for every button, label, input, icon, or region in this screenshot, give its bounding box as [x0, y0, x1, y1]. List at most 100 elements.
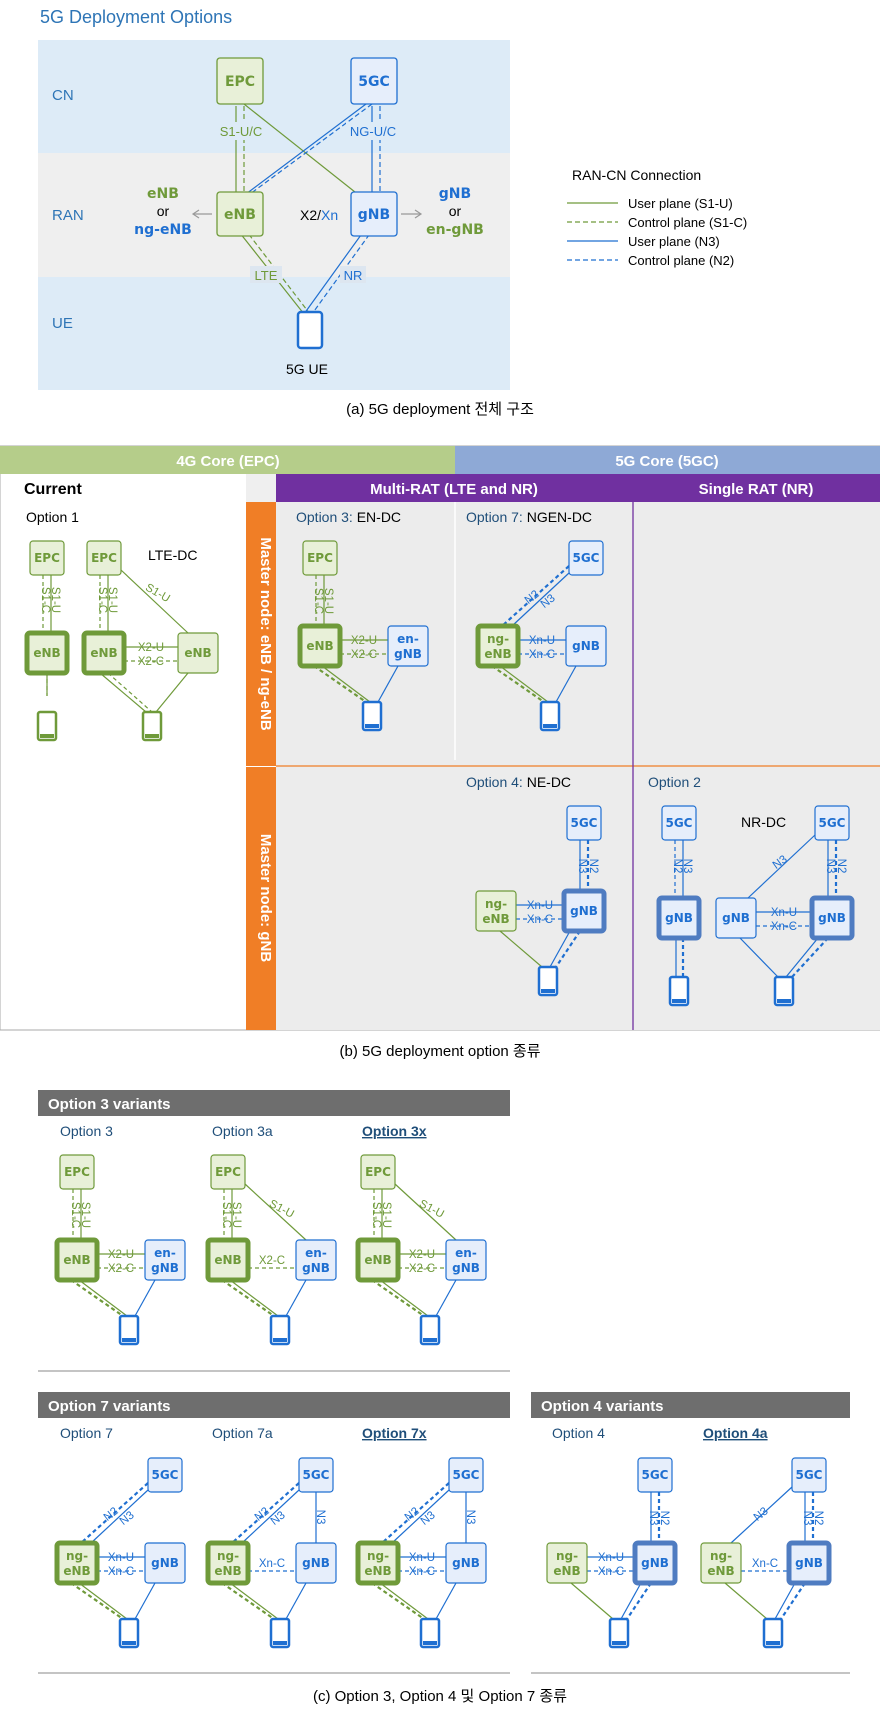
fgc-node [448, 1457, 484, 1493]
link-label: X2-C [409, 1263, 435, 1275]
link-label: S1-U [230, 1202, 242, 1228]
phone-icon-base [273, 1338, 287, 1342]
fivegc-label: 5GC [641, 1468, 668, 1482]
v3-header-label: Option 3 variants [48, 1096, 171, 1113]
enb-label: eNB [184, 646, 211, 660]
fgc-node [791, 1457, 827, 1493]
link-label: N3 [647, 1511, 659, 1526]
left-arrow-head [191, 209, 200, 219]
link-line [730, 1486, 793, 1544]
link-label: N2 [587, 859, 599, 874]
link-label: X2-C [351, 649, 377, 661]
v4-header [531, 1392, 850, 1418]
link-line [379, 1582, 429, 1620]
link-line [70, 1279, 124, 1317]
link-line [499, 665, 549, 703]
enb-node [355, 1237, 401, 1283]
link-line [626, 1582, 652, 1620]
gnb-label: gNB [722, 911, 750, 925]
link-label-bg [340, 266, 366, 283]
link-line [435, 1582, 457, 1620]
epc-label: EPC [64, 1165, 90, 1179]
gnb-node [715, 897, 757, 939]
fgc-node [298, 1457, 334, 1493]
ngenb-node [546, 1542, 588, 1584]
link-line [791, 937, 829, 978]
link-line [747, 834, 816, 899]
ng-enb-label: ng- [66, 1549, 88, 1563]
link-label: N2 [835, 859, 847, 874]
gnb-node [561, 888, 607, 934]
ng-enb-label: ng- [367, 1549, 389, 1563]
ngenb-node [700, 1542, 742, 1584]
option3-variant-label: Option 3 [60, 1123, 113, 1139]
link-label: S1-U [380, 1202, 392, 1228]
gnb-label: gNB [452, 1556, 480, 1570]
link-label: Xn-C [527, 914, 553, 926]
fivegc-label: 5GC [151, 1468, 178, 1482]
engnb-node [295, 1239, 337, 1281]
layer-label-cn: CN [52, 87, 74, 104]
option2-label: Option 2 [648, 774, 701, 790]
current-label: Current [24, 481, 82, 498]
link-label: S1-U [79, 1202, 91, 1228]
phone-icon-base [122, 1338, 136, 1342]
phone-icon [668, 975, 690, 1007]
enb-node [54, 1237, 100, 1283]
link-line [90, 1489, 149, 1544]
link-line [241, 1489, 300, 1544]
link-label: N3 [269, 1509, 288, 1528]
link-line [99, 672, 147, 713]
v7-header-label: Option 7 variants [48, 1398, 171, 1415]
option7x-variant-label: Option 7x [362, 1425, 427, 1441]
link-line [499, 930, 543, 968]
multi-rat-label: Multi-RAT (LTE and NR) [370, 481, 538, 498]
link-label: N3 [801, 1511, 813, 1526]
link-label: Xn-U [598, 1552, 624, 1564]
enb-node [177, 632, 219, 674]
gnb-label: gNB [818, 911, 846, 925]
ngenb-node [54, 1540, 100, 1586]
link-line [381, 1482, 450, 1544]
link-line [724, 1582, 768, 1620]
link-label: Xn-C [598, 1566, 624, 1578]
epc-node [29, 540, 65, 576]
link-line [80, 1482, 149, 1544]
link-line [511, 572, 570, 627]
link-label: S1-C [370, 1202, 382, 1228]
gnb-node [445, 1542, 487, 1584]
phone-icon-base [541, 989, 555, 993]
link-line [379, 1279, 429, 1317]
fgc-node [637, 1457, 673, 1493]
gnb-node [786, 1540, 832, 1586]
option7-variant-label: Option 7 [60, 1425, 113, 1441]
legend-item: Control plane (S1-C) [628, 215, 747, 230]
link-line [221, 1582, 275, 1620]
link-line [78, 1279, 128, 1317]
link-label: N2 [812, 1511, 824, 1526]
phone-icon [419, 1314, 441, 1346]
en-gnb-label: en- [455, 1246, 477, 1260]
link-label: Xn-U [409, 1552, 435, 1564]
link-label: Xn-C [752, 1558, 778, 1570]
fivegc-label: 5GC [818, 816, 845, 830]
engnb-node [445, 1239, 487, 1281]
single-rat-label: Single RAT (NR) [699, 481, 814, 498]
enb-label: eNB [63, 1253, 90, 1267]
variant-enb: eNB [147, 186, 179, 202]
link-line [620, 1582, 642, 1620]
en-gnb-label: gNB [452, 1261, 480, 1275]
ng-enb-label: ng- [556, 1549, 578, 1563]
variant-en-gnb: en-gNB [426, 222, 484, 238]
gnb-label: gNB [570, 904, 598, 918]
phone-icon-base [365, 724, 379, 728]
link-line [501, 565, 570, 627]
link-line [371, 1582, 425, 1620]
engnb-node [144, 1239, 186, 1281]
phone-icon [762, 1617, 784, 1649]
link-line [394, 1183, 457, 1241]
fivegc-label: 5GC [665, 816, 692, 830]
link-label: N3 [314, 1510, 326, 1525]
layer-label-ue: UE [52, 315, 73, 332]
